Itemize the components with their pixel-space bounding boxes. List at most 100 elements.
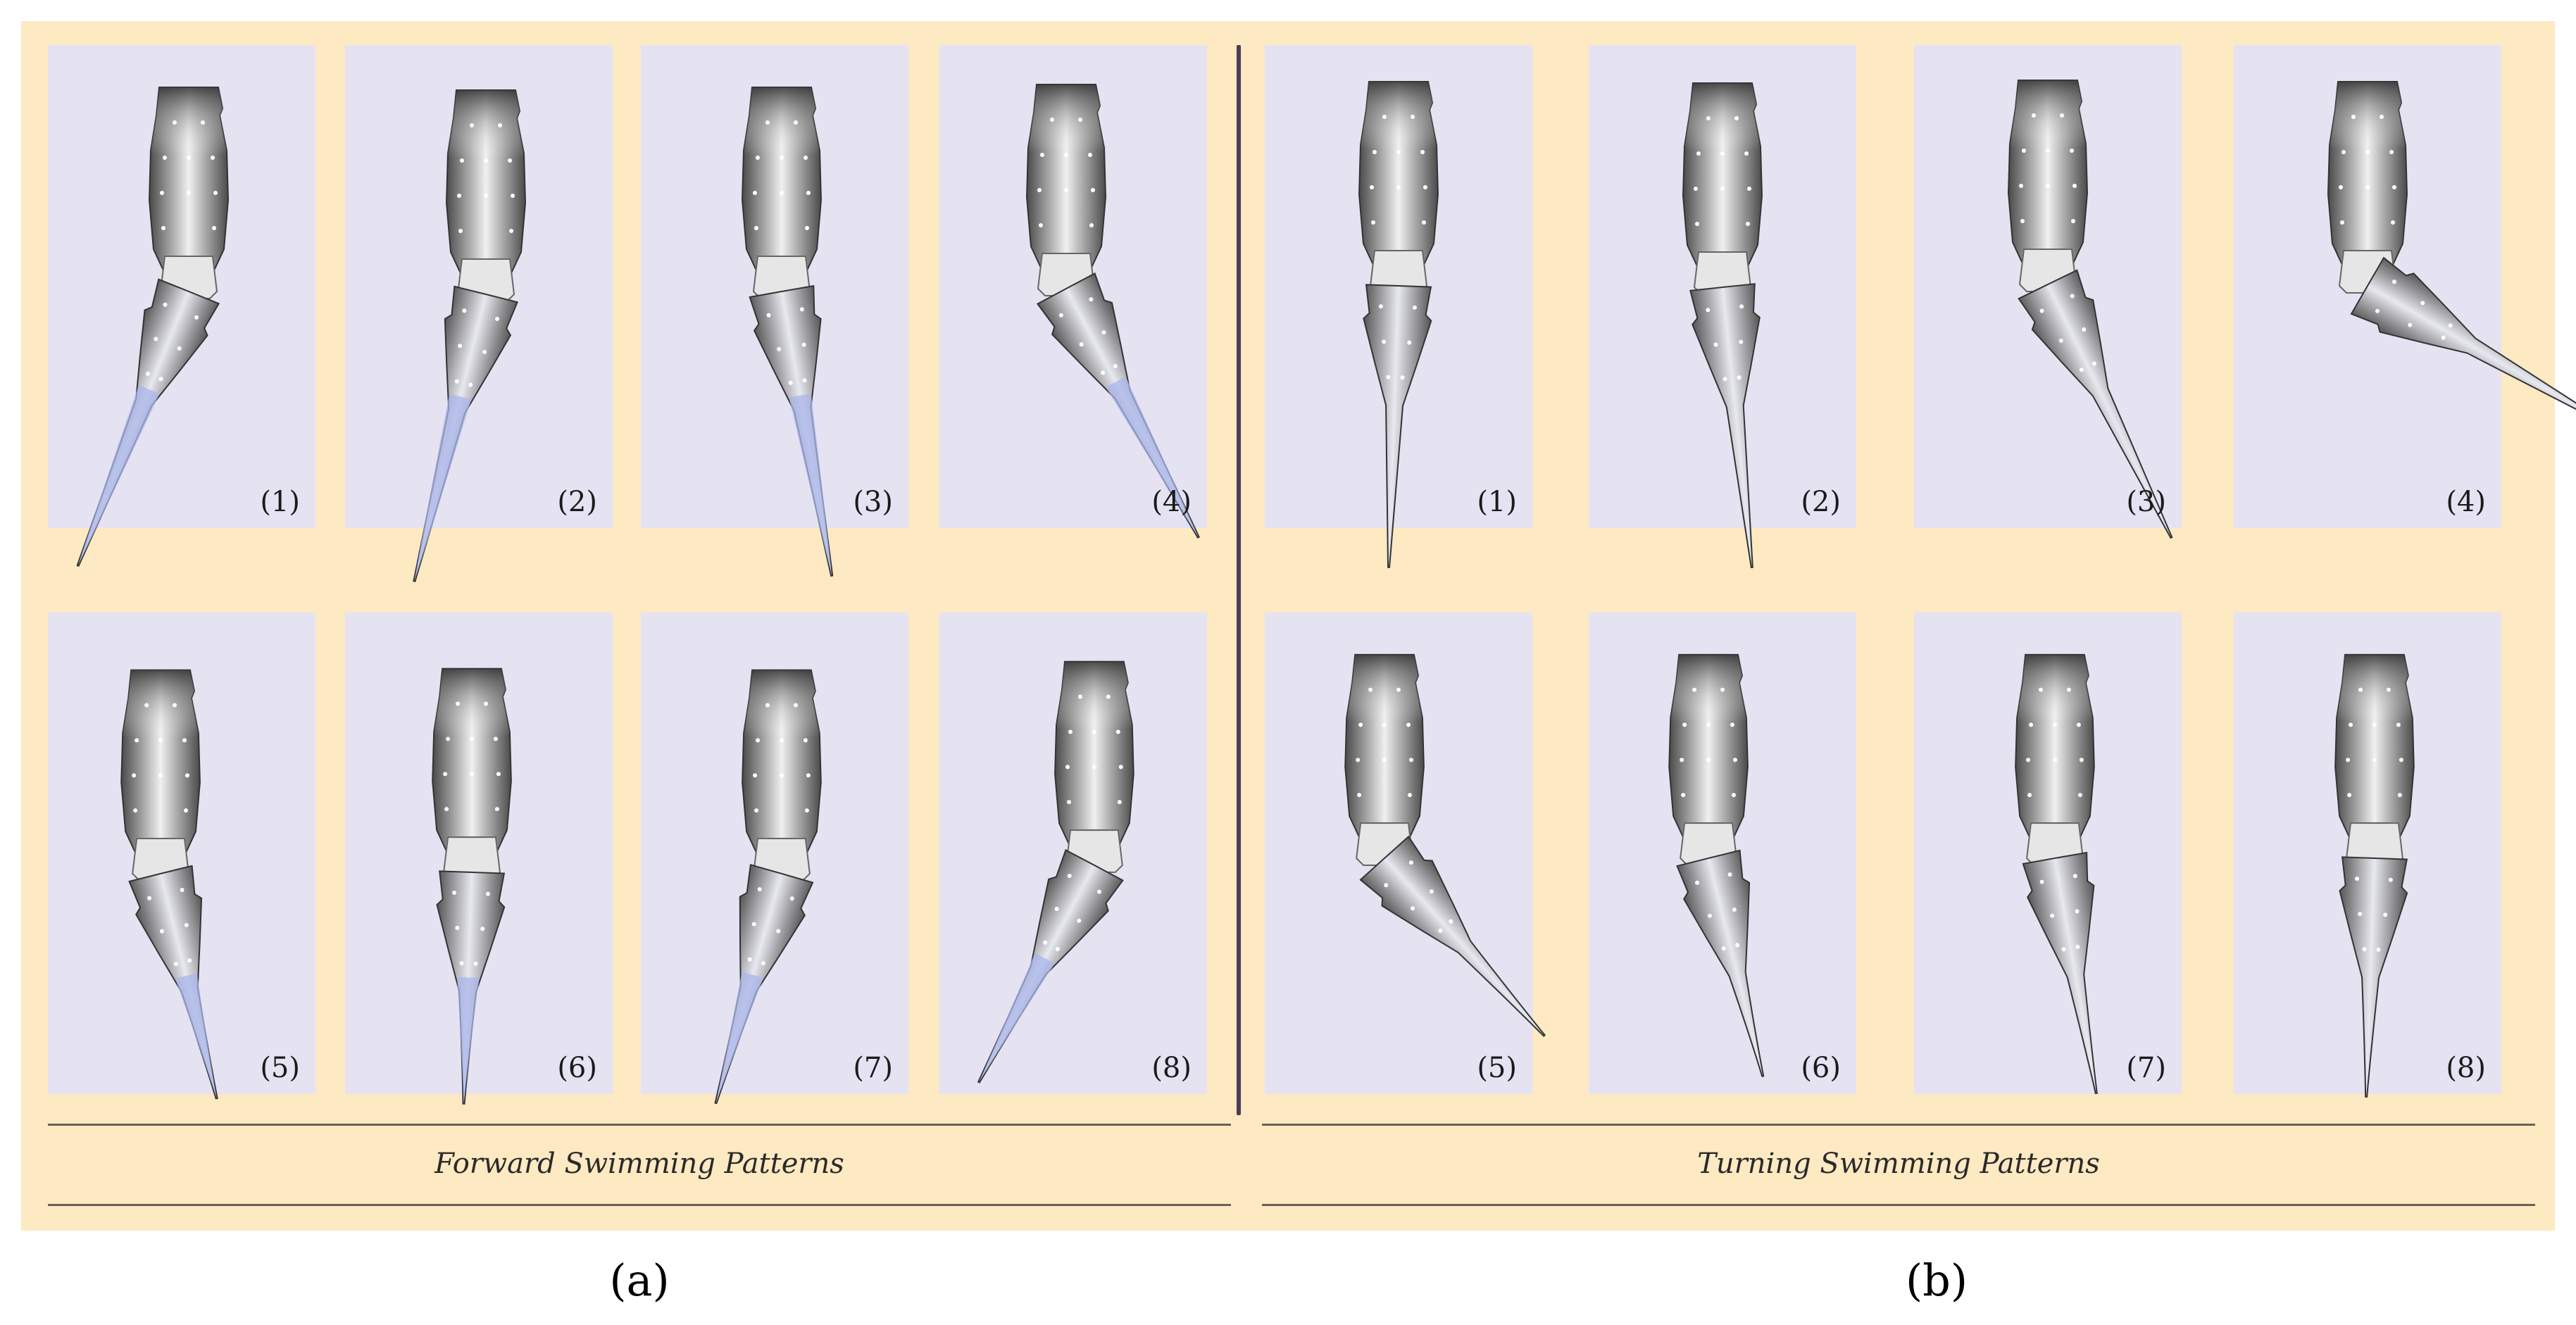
marker-dot [163,156,167,160]
marker-dot [147,896,152,900]
marker-dot [804,156,808,160]
forward-pattern-panel-1: (1) [48,45,315,567]
marker-dot [1101,330,1106,335]
marker-dot [1422,220,1426,225]
marker-dot [1734,116,1739,120]
marker-dot [1382,758,1387,762]
marker-dot [187,191,191,195]
fish-head-shade [1669,654,1748,767]
marker-dot [747,957,752,962]
marker-dot [158,738,163,743]
fish-head-shade [121,670,200,783]
marker-dot [468,382,473,387]
marker-dot [1050,118,1054,122]
marker-dot [753,773,758,778]
marker-dot [779,773,784,778]
marker-dot [2397,793,2402,798]
marker-dot [1106,694,1111,699]
marker-dot [2080,368,2084,372]
panel-label: (6) [557,1052,597,1084]
marker-dot [1384,883,1389,888]
marker-dot [2060,113,2064,118]
marker-dot [1744,151,1749,156]
robotic-fish-drawing [1344,653,1546,1037]
marker-dot [1737,375,1742,380]
marker-dot [1706,116,1711,120]
marker-dot [458,344,463,348]
robotic-fish-drawing [1025,84,1200,539]
caption-rule-top [48,1124,1231,1126]
marker-dot [484,194,488,198]
fish-head-shade [2328,82,2407,194]
marker-dot [777,346,782,351]
panel-label: (1) [1477,486,1517,518]
marker-dot [765,120,770,125]
marker-dot [163,302,168,307]
robotic-fish-drawing [2015,653,2098,1095]
marker-dot [793,703,798,708]
panel-label: (3) [2126,486,2166,518]
marker-dot [1746,222,1750,226]
marker-dot [754,808,759,813]
figure-background: (1) (2) (3) (4) (5) (6) (7) (8) (1) (2) … [21,21,2576,1231]
marker-dot [1722,377,1727,382]
marker-dot [509,229,513,233]
marker-dot [1065,765,1070,770]
marker-dot [1739,339,1744,344]
marker-dot [1064,188,1068,192]
marker-dot [470,123,474,127]
marker-dot [2389,150,2394,154]
fish-tail [1359,835,1546,1037]
marker-dot [1407,793,1412,798]
fish-head-shade [446,90,525,203]
robotic-fish-drawing [1358,81,1439,568]
turning-pattern-panel-6: (6) [1589,613,1856,1094]
marker-dot [2082,327,2087,332]
marker-dot [1043,940,1048,945]
fish-head-shade [2335,654,2414,767]
marker-dot [2380,115,2384,119]
fish-tail [2339,856,2408,1098]
marker-dot [2070,149,2074,153]
marker-dot [1101,370,1106,375]
marker-dot [2408,322,2413,327]
marker-dot [2339,185,2343,189]
fish-fin-highlight [715,972,764,1103]
marker-dot [1077,918,1082,923]
marker-dot [2375,308,2380,313]
marker-dot [2383,912,2388,917]
fish-head-shade [2008,80,2087,193]
fish-head-shade [149,87,228,200]
marker-dot [173,703,177,708]
marker-dot [1411,906,1415,911]
marker-dot [484,158,488,163]
marker-dot [794,120,798,125]
marker-dot [2020,219,2025,223]
marker-dot [184,922,189,927]
marker-dot [2022,149,2026,153]
marker-dot [2388,877,2393,882]
marker-dot [2448,323,2453,328]
marker-dot [508,158,512,163]
turning-pattern-panel-2: (2) [1589,45,1856,569]
forward-pattern-panel-8: (8) [939,613,1207,1094]
marker-dot [780,191,784,195]
marker-dot [1113,364,1118,369]
marker-dot [1400,375,1405,380]
marker-dot [1408,758,1413,762]
marker-dot [480,927,485,931]
marker-dot [1371,220,1375,225]
marker-dot [2076,722,2081,727]
turning-pattern-panel-5: (5) [1265,613,1546,1094]
marker-dot [1713,342,1718,347]
fish-head-shade [432,668,511,781]
marker-dot [2070,294,2075,299]
panel-label: (8) [2446,1052,2486,1084]
marker-dot [1058,313,1063,318]
marker-dot [2046,149,2050,153]
marker-dot [1067,800,1072,805]
marker-dot [1423,185,1427,189]
marker-dot [211,156,215,160]
marker-dot [2396,722,2401,727]
marker-dot [1429,889,1434,894]
